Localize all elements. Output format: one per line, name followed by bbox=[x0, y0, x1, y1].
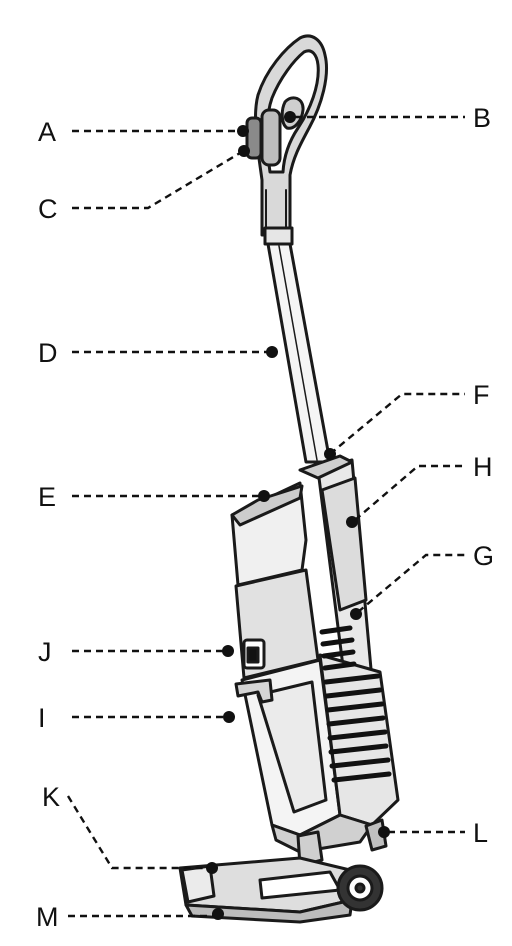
label-I: I bbox=[38, 703, 46, 733]
callout-labels: A B C D E F G H I J K L M bbox=[36, 103, 494, 932]
main-body bbox=[230, 454, 400, 854]
rear-wheel bbox=[336, 864, 384, 912]
leader-G bbox=[357, 553, 465, 613]
dot-F bbox=[324, 448, 336, 460]
floor-head bbox=[178, 856, 354, 924]
label-M: M bbox=[36, 902, 59, 932]
label-B: B bbox=[473, 103, 491, 133]
dot-I bbox=[223, 711, 235, 723]
label-E: E bbox=[38, 482, 56, 512]
label-L: L bbox=[473, 818, 488, 848]
dot-K bbox=[206, 862, 218, 874]
dot-G bbox=[350, 608, 362, 620]
leader-K bbox=[66, 795, 208, 870]
dot-H bbox=[346, 516, 358, 528]
dot-D bbox=[266, 346, 278, 358]
label-D: D bbox=[38, 338, 58, 368]
dot-L bbox=[378, 826, 390, 838]
dot-J bbox=[222, 645, 234, 657]
label-H: H bbox=[473, 452, 493, 482]
dot-M bbox=[212, 908, 224, 920]
label-C: C bbox=[38, 194, 58, 224]
callout-leaders bbox=[66, 115, 465, 918]
vent-slots bbox=[319, 625, 392, 783]
handle-collar bbox=[263, 226, 294, 246]
vacuum-illustration bbox=[178, 34, 400, 924]
dot-C bbox=[238, 145, 250, 157]
handle-buttons bbox=[245, 108, 282, 167]
callout-dots bbox=[206, 111, 390, 920]
label-F: F bbox=[473, 380, 490, 410]
label-K: K bbox=[42, 782, 60, 812]
label-A: A bbox=[38, 117, 56, 147]
label-G: G bbox=[473, 541, 494, 571]
leader-H bbox=[354, 464, 465, 521]
leader-C bbox=[72, 151, 241, 210]
dot-B bbox=[284, 111, 296, 123]
dot-A bbox=[237, 125, 249, 137]
dot-E bbox=[258, 490, 270, 502]
leader-F bbox=[329, 392, 465, 455]
label-J: J bbox=[38, 637, 52, 667]
